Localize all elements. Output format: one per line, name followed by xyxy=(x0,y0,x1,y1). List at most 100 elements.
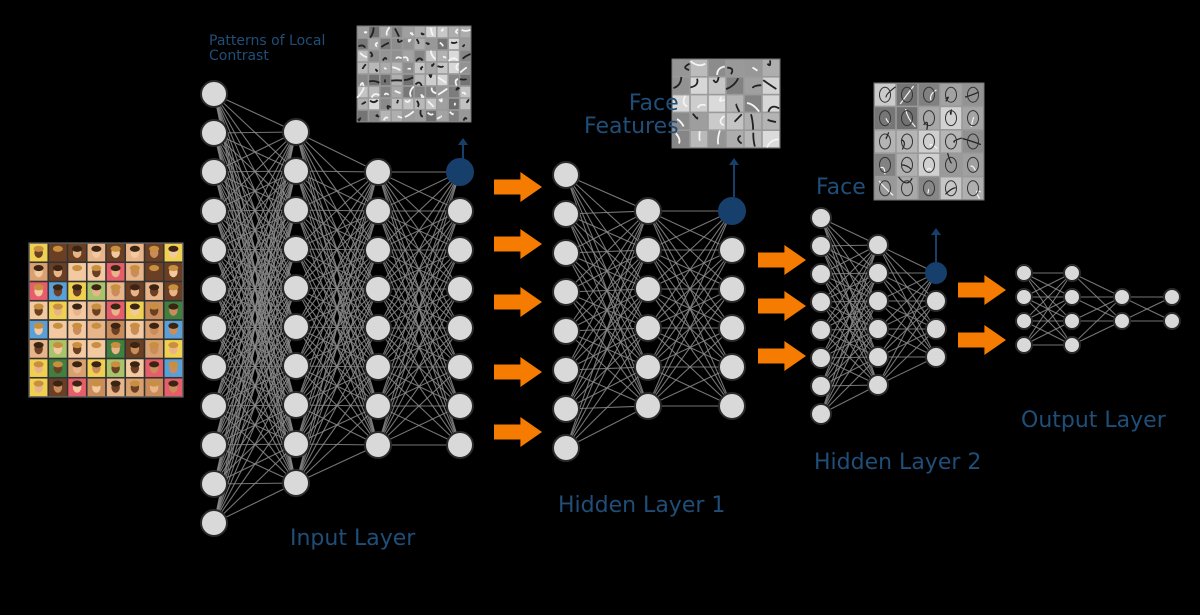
neuron-node xyxy=(552,395,580,423)
neuron-node xyxy=(282,391,310,419)
neuron-node xyxy=(925,318,947,340)
neuron-node xyxy=(867,318,889,340)
connection-edge xyxy=(647,210,733,251)
stage-arrow xyxy=(494,229,542,259)
stage-arrow xyxy=(494,287,542,317)
neuron-node xyxy=(810,319,832,341)
connection-edge xyxy=(213,131,297,329)
neuron-node xyxy=(282,196,310,224)
connection-edge xyxy=(565,210,649,371)
connection-edge xyxy=(647,327,733,407)
neuron-node xyxy=(1015,312,1033,330)
neuron-node xyxy=(364,275,392,303)
neuron-node xyxy=(364,353,392,381)
neuron-node xyxy=(810,291,832,313)
neuron-node xyxy=(282,274,310,302)
connection-edge xyxy=(295,444,379,484)
label-hidden-layer-2: Hidden Layer 2 xyxy=(814,450,982,475)
neuron-node xyxy=(1063,288,1081,306)
neuron-node xyxy=(282,313,310,341)
label-output-layer: Output Layer xyxy=(1021,408,1166,433)
connection-edge xyxy=(565,288,649,449)
neuron-node xyxy=(200,158,228,186)
label-hidden-layer-1: Hidden Layer 1 xyxy=(558,493,726,518)
feature-pointer-1-head xyxy=(458,138,468,145)
neuron-node xyxy=(200,197,228,225)
connection-edge xyxy=(213,131,297,173)
connection-edge xyxy=(565,210,649,293)
neuron-node xyxy=(364,431,392,459)
connection-edge xyxy=(877,328,937,386)
neuron-node xyxy=(634,275,662,303)
connection-edge xyxy=(377,171,461,290)
neuron-node xyxy=(364,197,392,225)
neuron-node xyxy=(1063,312,1081,330)
connection-edge xyxy=(295,171,379,250)
neuron-node xyxy=(200,392,228,420)
label-face: Face xyxy=(816,175,866,200)
neuron-node xyxy=(446,236,474,264)
connection-edge xyxy=(647,210,733,329)
neuron-node xyxy=(552,317,580,345)
connection-edge xyxy=(820,328,879,415)
connection-edge xyxy=(877,272,937,330)
connection-edge xyxy=(647,249,733,407)
connection-edge xyxy=(565,327,649,449)
neuron-node xyxy=(364,392,392,420)
face-filters-image xyxy=(873,82,985,201)
connection-edge xyxy=(820,300,879,415)
connection-edge xyxy=(565,210,649,332)
connection-edge xyxy=(213,170,297,524)
neuron-node xyxy=(867,290,889,312)
connection-edge xyxy=(295,210,379,484)
neuron-node xyxy=(446,392,474,420)
neuron-node xyxy=(200,80,228,108)
connection-edge xyxy=(1121,296,1173,322)
connection-edge xyxy=(295,131,379,173)
connection-edge xyxy=(377,171,461,251)
neuron-node xyxy=(810,263,832,285)
connection-edge xyxy=(213,131,297,212)
neuron-node xyxy=(364,236,392,264)
neuron-node xyxy=(810,403,832,425)
connection-edge xyxy=(377,171,461,212)
connection-edge xyxy=(565,366,649,449)
connection-edge xyxy=(877,272,937,358)
feature-pointer-3-head xyxy=(931,228,941,235)
connection-edge xyxy=(295,171,379,289)
connection-edge xyxy=(647,366,733,407)
connection-edge xyxy=(213,131,297,251)
neuron-node xyxy=(634,197,662,225)
neuron-node xyxy=(446,314,474,342)
stage-arrow xyxy=(494,417,542,447)
neuron-node xyxy=(200,353,228,381)
connection-edge xyxy=(213,209,297,524)
connection-edge xyxy=(295,288,379,484)
neuron-node xyxy=(364,314,392,342)
connection-edge xyxy=(295,171,379,328)
connection-edge xyxy=(565,174,649,212)
connection-edge xyxy=(820,244,879,331)
neuron-node xyxy=(1015,264,1033,282)
label-patterns-local-contrast: Patterns of Local Contrast xyxy=(209,33,326,64)
connection-edge xyxy=(647,288,733,407)
connection-edge xyxy=(213,443,297,524)
connection-edge xyxy=(377,327,461,446)
neuron-node xyxy=(1015,336,1033,354)
neuron-node xyxy=(810,207,832,229)
neuron-node xyxy=(552,161,580,189)
neuron-node xyxy=(867,262,889,284)
neuron-node xyxy=(282,469,310,497)
neuron-node xyxy=(200,119,228,147)
connection-edge xyxy=(877,272,937,386)
connection-edge xyxy=(377,288,461,446)
connection-edge xyxy=(820,244,879,303)
connection-edge xyxy=(213,248,297,524)
connection-edge xyxy=(1023,296,1073,346)
connection-edge xyxy=(213,131,297,524)
connection-edge xyxy=(647,210,733,368)
connection-edge xyxy=(377,171,461,368)
connection-edge xyxy=(213,482,297,524)
neuron-node xyxy=(552,200,580,228)
